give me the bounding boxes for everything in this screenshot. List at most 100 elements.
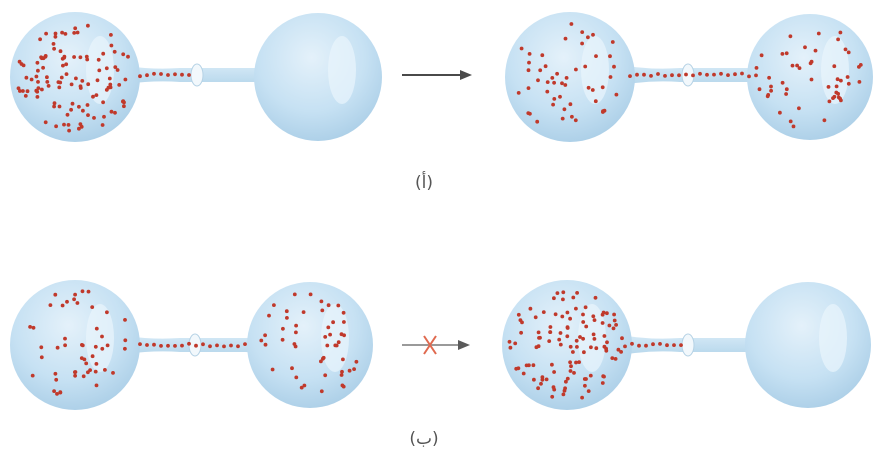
molecule-dot: [574, 306, 578, 311]
molecule-dot: [93, 369, 98, 374]
molecule-dot: [66, 123, 71, 127]
molecule-dot: [575, 291, 579, 295]
molecule-dot: [24, 75, 29, 80]
molecule-dot: [44, 31, 48, 36]
stopcock-icon: [681, 333, 695, 357]
molecule-dot: [600, 321, 605, 325]
molecule-dot: [740, 71, 744, 76]
molecule-dot: [281, 326, 285, 331]
molecule-dot: [561, 392, 566, 397]
molecule-dot: [48, 303, 53, 307]
molecule-dot: [121, 52, 126, 57]
molecule-dot: [91, 94, 95, 99]
molecule-dot: [589, 345, 593, 350]
molecule-dot: [527, 52, 532, 56]
molecule-dot: [58, 49, 63, 54]
molecule-dot: [109, 33, 113, 37]
apparatus-a-after: [505, 12, 873, 142]
molecule-dot: [769, 84, 773, 89]
molecule-dot: [60, 30, 64, 35]
molecule-dot: [159, 72, 163, 76]
molecule-dot: [548, 325, 553, 329]
molecule-dot: [583, 64, 588, 69]
molecule-dot: [341, 310, 346, 315]
molecule-dot: [562, 388, 567, 393]
molecule-dot: [614, 92, 619, 97]
molecule-dot: [59, 75, 64, 80]
molecule-dot: [651, 342, 655, 347]
molecule-dot: [600, 381, 605, 385]
molecule-dot: [635, 72, 639, 77]
molecule-dot: [215, 343, 219, 348]
molecule-dot: [550, 76, 555, 80]
molecule-dot: [302, 383, 307, 388]
molecule-dot: [69, 82, 74, 87]
molecule-dot: [552, 387, 557, 392]
molecule-dot: [508, 345, 513, 350]
molecule-dot: [73, 373, 77, 378]
arrowhead-icon: [460, 70, 472, 80]
molecule-dot: [94, 383, 99, 388]
molecule-dot: [77, 126, 81, 131]
molecule-dot: [594, 346, 599, 351]
molecule-dot: [551, 102, 555, 107]
molecule-dot: [827, 99, 832, 104]
molecule-dot: [857, 65, 861, 69]
molecule-dot: [535, 119, 540, 124]
molecule-dot: [78, 122, 83, 126]
molecule-dot: [17, 59, 22, 64]
molecule-dot: [560, 81, 564, 86]
molecule-dot: [759, 53, 764, 58]
molecule-dot: [592, 337, 597, 341]
molecule-dot: [323, 373, 328, 378]
molecule-dot: [536, 78, 540, 83]
molecule-dot: [78, 84, 83, 89]
molecule-dot: [229, 343, 233, 348]
molecule-dot: [580, 30, 585, 34]
molecule-dot: [121, 99, 126, 103]
molecule-dot: [97, 68, 102, 73]
molecule-dot: [846, 81, 851, 86]
molecule-dot: [568, 316, 572, 321]
molecule-dot: [69, 107, 73, 112]
molecule-dot: [558, 94, 562, 99]
molecule-dot: [21, 89, 25, 93]
molecule-dot: [53, 34, 58, 39]
molecule-dot: [35, 60, 40, 65]
molecule-dot: [677, 73, 681, 78]
molecule-dot: [672, 343, 676, 347]
molecule-dot: [52, 101, 57, 106]
molecule-dot: [336, 303, 341, 308]
molecule-dot: [754, 66, 759, 70]
molecule-dot: [109, 109, 114, 114]
molecule-dot: [605, 311, 609, 316]
molecule-dot: [145, 343, 149, 347]
molecule-dot: [601, 109, 605, 114]
molecule-dot: [552, 80, 556, 85]
molecule-dot: [16, 86, 21, 91]
molecule-dot: [581, 320, 586, 324]
molecule-dot: [537, 336, 541, 340]
molecule-dot: [77, 104, 81, 109]
molecule-dot: [65, 112, 70, 117]
molecule-dot: [822, 118, 827, 123]
molecule-dot: [74, 76, 78, 81]
bulb-highlight: [819, 304, 847, 372]
molecule-dot: [62, 54, 67, 59]
molecule-dot: [540, 377, 545, 382]
molecule-dot: [46, 84, 51, 88]
molecule-dot: [568, 369, 573, 373]
molecule-dot: [55, 345, 60, 350]
molecule-dot: [560, 116, 565, 121]
molecule-dot: [294, 375, 299, 380]
molecule-dot: [586, 85, 591, 90]
molecule-dot: [180, 72, 184, 77]
molecule-dot: [547, 339, 552, 343]
molecule-dot: [80, 289, 85, 294]
molecule-dot: [836, 37, 840, 42]
molecule-dot: [670, 73, 674, 78]
molecule-dot: [101, 100, 105, 105]
molecule-dot: [574, 338, 579, 343]
molecule-dot: [845, 75, 850, 79]
molecule-dot: [558, 342, 563, 347]
